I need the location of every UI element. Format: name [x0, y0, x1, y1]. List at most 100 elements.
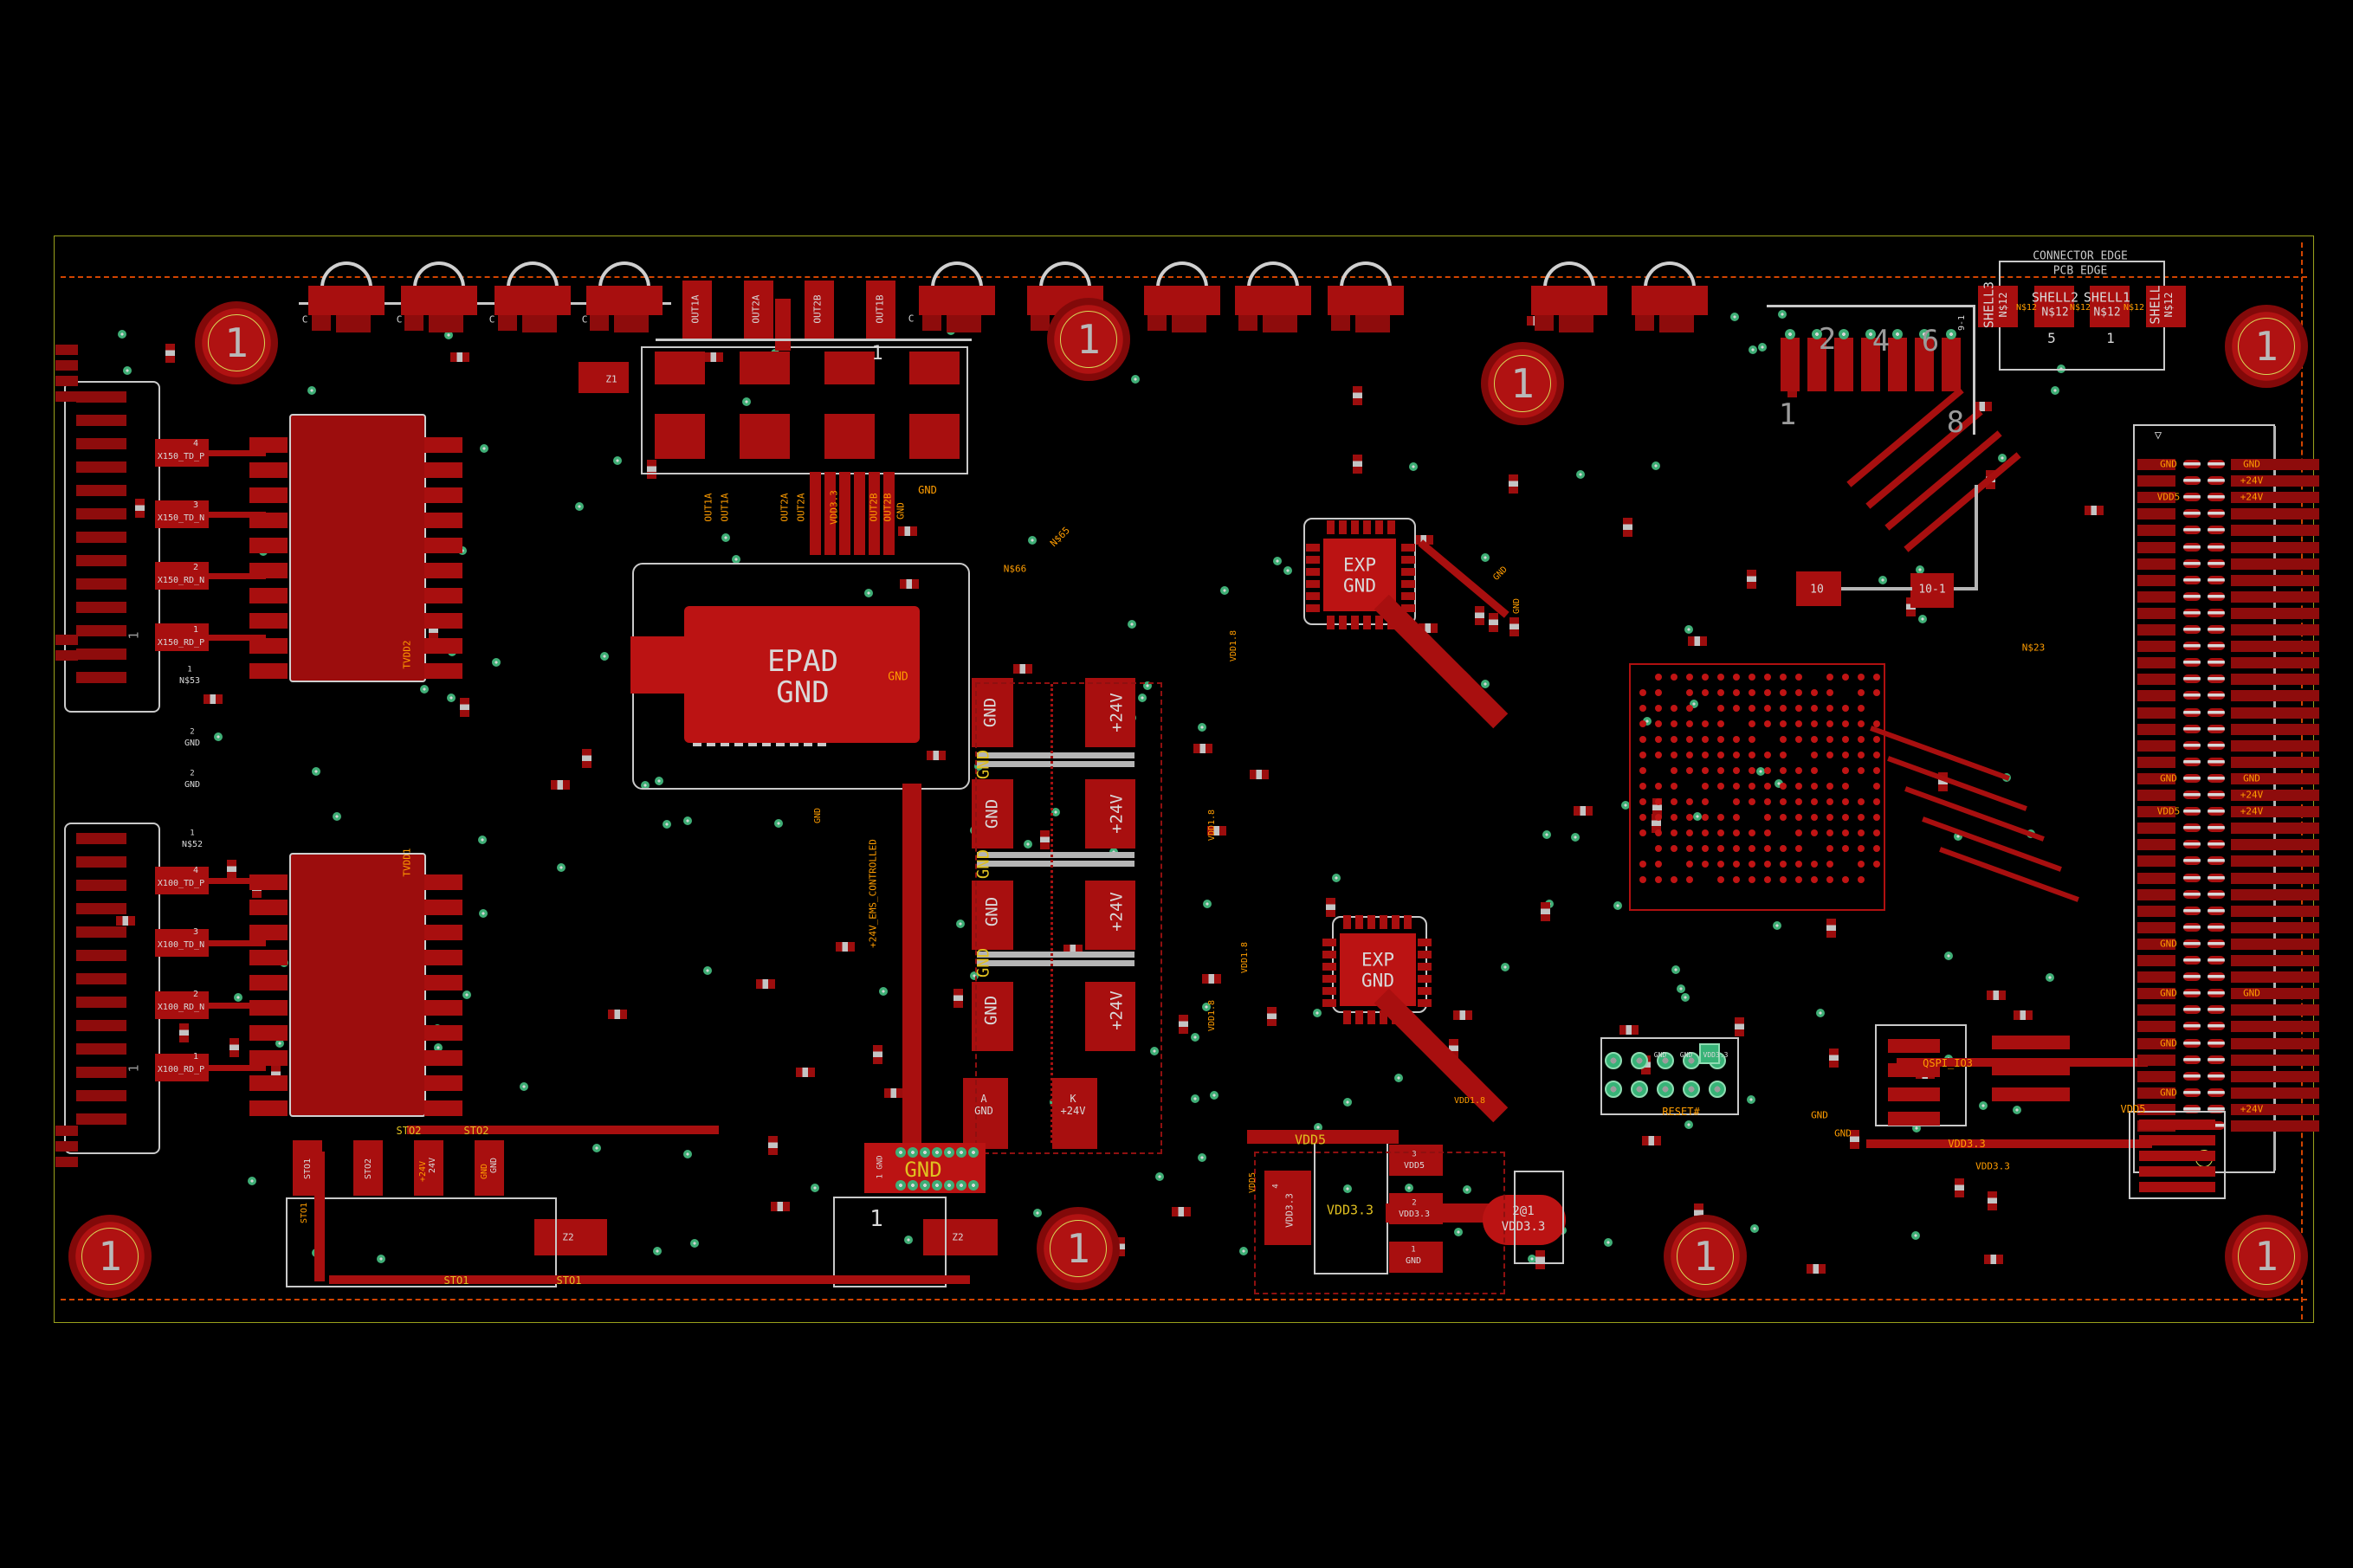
pcb-shape	[1247, 1130, 1399, 1144]
connector-row-pad	[2208, 1071, 2225, 1081]
via	[1892, 329, 1903, 339]
bga-dot	[1826, 845, 1833, 852]
bga-dot	[1858, 845, 1865, 852]
pcb-shape	[1629, 663, 1885, 911]
connector-row-pad	[2183, 724, 2201, 733]
via	[969, 971, 979, 981]
pad	[155, 1054, 209, 1081]
pad	[155, 439, 209, 467]
transformer-top	[641, 346, 968, 474]
bga-dot	[1655, 736, 1662, 743]
label: N$12	[2041, 306, 2069, 319]
via	[653, 1246, 663, 1255]
bga-dot	[1780, 767, 1787, 774]
via	[376, 1254, 385, 1263]
connector-row-pad	[2208, 460, 2225, 468]
connector-row-bar	[2137, 1004, 2175, 1016]
pad	[977, 952, 1134, 958]
connector-row-bar	[2231, 541, 2319, 553]
label: EPAD	[767, 644, 838, 679]
connector-row-bar	[2137, 723, 2175, 735]
connector-row-bar	[2137, 707, 2175, 719]
via	[932, 1180, 942, 1191]
connector-pads	[308, 286, 385, 315]
connector-row-bar	[2231, 690, 2319, 702]
small-component	[1193, 743, 1212, 753]
small-component	[771, 1201, 791, 1211]
via	[1605, 1052, 1622, 1069]
bga-dot	[1780, 705, 1787, 712]
pad	[249, 1100, 288, 1116]
pad	[424, 1000, 462, 1016]
bga-dot	[1655, 861, 1662, 868]
via	[1313, 1009, 1322, 1018]
small-component	[2013, 1010, 2033, 1020]
connector-row-bar	[2231, 508, 2319, 520]
bga-dot	[1702, 814, 1709, 821]
label: K	[1070, 1093, 1076, 1105]
label: 2	[192, 563, 199, 572]
label: +24V	[418, 1160, 428, 1183]
bga-dot	[1842, 736, 1849, 743]
bga-dot	[1795, 798, 1802, 805]
bga-dot	[1639, 798, 1646, 805]
pad	[249, 1075, 288, 1091]
via	[1201, 1002, 1211, 1011]
connector-row-pad	[2208, 740, 2225, 750]
via	[683, 816, 693, 826]
label: C	[488, 313, 495, 326]
connector-row-bar	[2137, 641, 2175, 653]
connector-row-bar	[2231, 839, 2319, 851]
connector-row-pad	[2183, 757, 2201, 766]
pad	[155, 562, 209, 590]
connector-row-bar	[2231, 1004, 2319, 1016]
small-component	[1983, 1255, 2003, 1265]
bga-dot	[1733, 674, 1740, 681]
bga-dot	[1639, 861, 1646, 868]
bga-dot	[1639, 829, 1646, 836]
small-component	[1535, 1250, 1546, 1270]
pad	[1389, 1242, 1443, 1273]
bga-dot	[1733, 798, 1740, 805]
label: X100_RD_N	[157, 1003, 205, 1012]
label: C	[396, 313, 403, 326]
pad	[2033, 286, 2074, 327]
pad	[1418, 951, 1432, 958]
pad	[1375, 616, 1383, 629]
bga-dot	[1780, 674, 1787, 681]
bga-dot	[1671, 829, 1677, 836]
pad	[76, 973, 126, 984]
pad	[76, 1067, 126, 1078]
connector-pad	[1263, 315, 1297, 332]
label: 5	[2047, 330, 2056, 346]
label: GND	[1512, 597, 1522, 615]
pad	[76, 555, 126, 566]
connector-pad	[947, 315, 981, 332]
bga-dot	[1733, 752, 1740, 758]
label: TVDD2	[401, 640, 413, 669]
bga-dot	[1749, 861, 1755, 868]
bga-dot	[1686, 689, 1693, 696]
via	[1283, 566, 1292, 576]
connector-row-pad	[2183, 542, 2201, 552]
pad	[1327, 616, 1335, 629]
connector-row-bar	[2231, 657, 2319, 669]
via	[1680, 992, 1690, 1002]
connector-row-pad	[2183, 1005, 2201, 1015]
pad	[209, 450, 266, 456]
label: SHELL	[2147, 285, 2163, 325]
connector-row-bar	[2137, 739, 2175, 752]
small-component	[165, 343, 175, 363]
label: 3	[192, 927, 199, 937]
connector-row-bar	[2137, 872, 2175, 884]
pad	[76, 672, 126, 683]
label: 1	[192, 1052, 199, 1061]
bga-dot	[1795, 876, 1802, 883]
bga-dot	[1655, 798, 1662, 805]
pad	[424, 638, 462, 654]
pad	[76, 1090, 126, 1101]
connector-row-pad	[2183, 1038, 2201, 1048]
pad	[76, 391, 126, 403]
label: 9-1	[1957, 314, 1967, 332]
via	[477, 836, 487, 845]
